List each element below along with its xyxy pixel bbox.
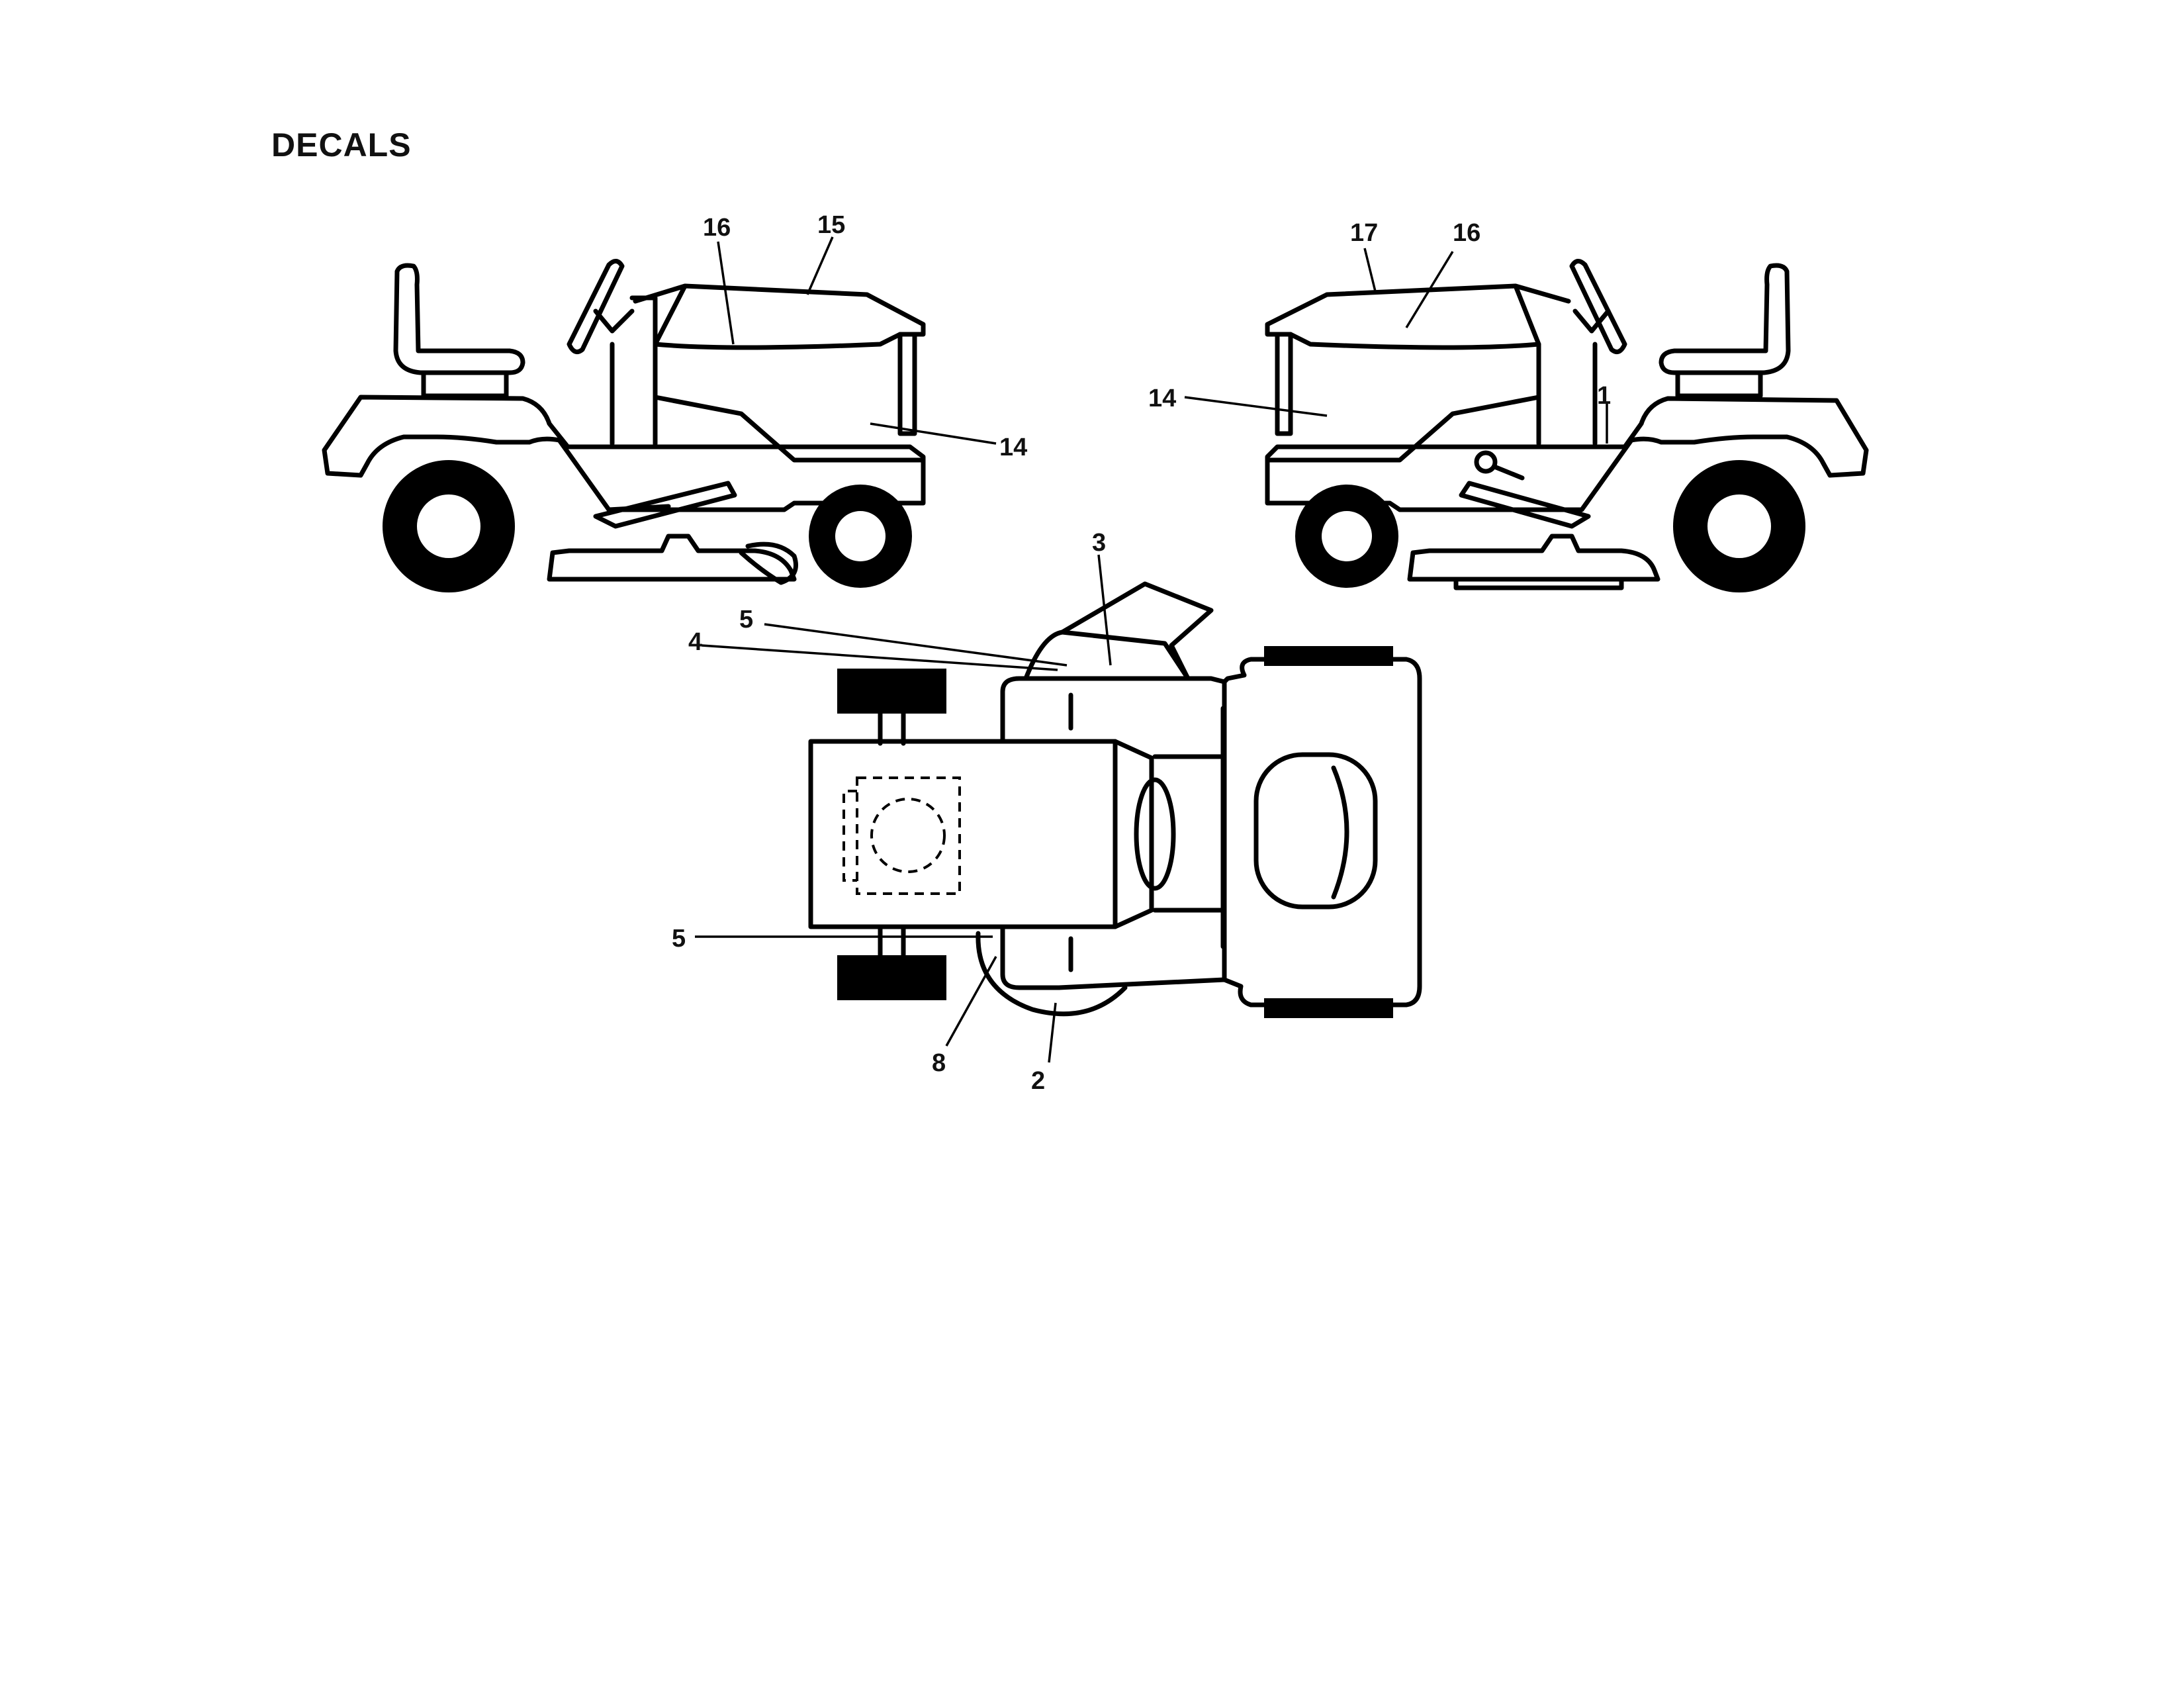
callout-14-right: 14 xyxy=(1148,385,1176,412)
front-right-tire-top xyxy=(837,955,946,1000)
tractor-left-view xyxy=(322,259,926,592)
tractor-top-view xyxy=(808,581,1422,1018)
callout-16-right: 16 xyxy=(1453,219,1480,247)
rear-fender xyxy=(322,395,926,512)
callout-5-upper: 5 xyxy=(739,606,753,633)
callout-14-left: 14 xyxy=(999,434,1027,461)
callout-17: 17 xyxy=(1350,219,1378,247)
left-view-callouts: 16 15 14 xyxy=(703,211,1027,461)
mower-deck-right xyxy=(1407,534,1661,582)
callout-4: 4 xyxy=(688,628,702,656)
callout-1: 1 xyxy=(1597,382,1611,410)
callout-15: 15 xyxy=(817,211,845,239)
seat-top xyxy=(1253,752,1378,910)
callout-2: 2 xyxy=(1031,1067,1045,1095)
mower-deck xyxy=(547,534,797,582)
seat xyxy=(393,263,525,375)
front-left-tire-top xyxy=(837,669,946,714)
callout-5-lower: 5 xyxy=(672,925,686,953)
callout-16-left: 16 xyxy=(703,214,731,242)
rear-left-tire-top xyxy=(1264,646,1393,666)
discharge-chute xyxy=(1023,581,1214,681)
tractor-right-view xyxy=(1265,259,1869,592)
callout-3: 3 xyxy=(1092,529,1106,557)
hood xyxy=(633,283,926,350)
right-view-callouts: 17 16 14 1 xyxy=(1148,219,1611,444)
hood-top xyxy=(808,739,1118,929)
rear-body-top xyxy=(1056,657,1422,1008)
callout-8: 8 xyxy=(932,1049,946,1077)
seat-right xyxy=(1659,263,1791,375)
hood-right xyxy=(1265,283,1571,350)
steering-wheel-right xyxy=(1569,259,1627,355)
page-title: DECALS xyxy=(271,126,412,164)
deck-top xyxy=(1000,676,1227,744)
top-view-callouts: 3 5 4 5 8 2 xyxy=(672,529,1112,1095)
steering-wheel xyxy=(567,259,625,355)
rear-fender-right xyxy=(1265,396,1869,512)
rear-right-tire-top xyxy=(1264,998,1393,1018)
